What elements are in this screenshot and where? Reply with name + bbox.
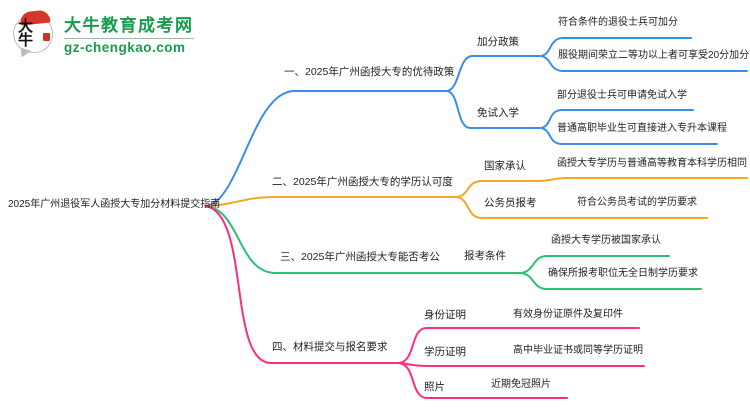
branch-topic-2[interactable]: 二、2025年广州函授大专的学历认可度: [272, 176, 453, 188]
subtopic-identity-proof[interactable]: 身份证明: [424, 309, 466, 321]
brand-domain: gz-chengkao.com: [64, 40, 186, 55]
subtopic-civil-service-apply[interactable]: 公务员报考: [484, 197, 537, 209]
leaf-topic[interactable]: 确保所报考职位无全日制学历要求: [548, 268, 698, 279]
leaf-topic[interactable]: 有效身份证原件及复印件: [513, 309, 623, 320]
connector-line: [398, 362, 645, 367]
leaf-topic[interactable]: 函授大专学历被国家承认: [551, 235, 661, 246]
leaf-topic[interactable]: 普通高职毕业生可直接进入专升本课程: [557, 123, 727, 134]
connector-line: [520, 255, 670, 274]
connector-line: [446, 55, 542, 92]
connector-line: [398, 362, 568, 399]
leaf-topic[interactable]: 部分退役士兵可申请免试入学: [557, 90, 687, 101]
subtopic-state-recognized[interactable]: 国家承认: [484, 160, 526, 172]
leaf-topic[interactable]: 服役期间荣立二等功以上者可享受20分加分: [558, 50, 750, 61]
subtopic-education-proof[interactable]: 学历证明: [424, 346, 466, 358]
subtopic-photo[interactable]: 照片: [424, 381, 445, 393]
logo-seal-icon: [43, 33, 50, 41]
connector-line: [540, 127, 718, 145]
connector-line: [540, 109, 694, 129]
connector-line: [540, 37, 692, 57]
subtopic-bonus-policy[interactable]: 加分政策: [477, 36, 519, 48]
subtopic-exam-free-admission[interactable]: 免试入学: [477, 107, 519, 119]
connector-line: [205, 205, 522, 274]
leaf-topic[interactable]: 符合条件的退役士兵可加分: [558, 17, 678, 28]
connector-line: [205, 90, 448, 207]
root-topic[interactable]: 2025年广州退役军人函授大专加分材料提交指南: [8, 199, 221, 210]
leaf-topic[interactable]: 近期免冠照片: [491, 379, 551, 390]
brand-title: 大牛教育成考网: [64, 16, 194, 35]
brand-logo[interactable]: 大牛 大牛教育成考网 gz-chengkao.com: [12, 9, 194, 60]
branch-topic-4[interactable]: 四、材料提交与报名要求: [272, 341, 388, 353]
connector-line: [520, 272, 702, 290]
branch-topic-3[interactable]: 三、2025年广州函授大专能否考公: [280, 251, 440, 263]
brand-divider: [64, 38, 194, 39]
connector-line: [455, 177, 748, 198]
branch-topic-1[interactable]: 一、2025年广州函授大专的优待政策: [284, 66, 455, 78]
leaf-topic[interactable]: 高中毕业证书或同等学历证明: [513, 345, 643, 356]
subtopic-application-conditions[interactable]: 报考条件: [464, 250, 506, 262]
logo-characters: 大牛: [18, 19, 42, 49]
leaf-topic[interactable]: 函授大专学历与普通高等教育本科学历相同: [557, 158, 747, 169]
connector-line: [205, 196, 457, 207]
connector-line: [398, 327, 640, 364]
brand-logo-icon: 大牛: [12, 9, 56, 60]
leaf-topic[interactable]: 符合公务员考试的学历要求: [577, 197, 697, 208]
connector-line: [205, 205, 400, 364]
connector-line: [540, 55, 748, 72]
connector-line: [455, 196, 708, 219]
connector-line: [446, 90, 542, 129]
